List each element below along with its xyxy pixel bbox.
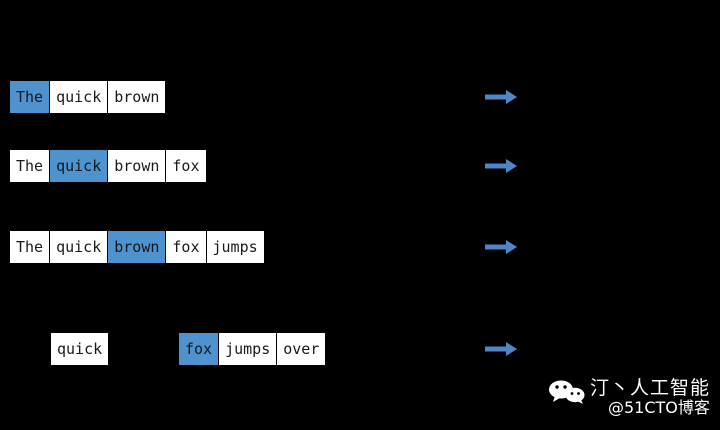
token-cell: The — [9, 230, 51, 264]
token-cell: brown — [107, 149, 167, 183]
watermark: 汀丶人工智能 @51CTO博客 — [548, 378, 718, 424]
token-cell: quick — [49, 80, 109, 114]
token-cell: fox — [165, 149, 207, 183]
watermark-account-name: 汀丶人工智能 — [590, 377, 711, 399]
token-cell: brown — [107, 80, 167, 114]
token-cell-highlighted: brown — [107, 230, 167, 264]
token-cell: over — [276, 332, 327, 366]
watermark-handle: @51CTO博客 — [608, 398, 710, 417]
right-arrow-icon — [485, 90, 517, 104]
token-cell: quick — [49, 230, 109, 264]
token-cell: jumps — [218, 332, 278, 366]
wechat-icon — [548, 380, 586, 404]
token-cell-highlighted: fox — [178, 332, 220, 366]
token-cell: quick — [50, 332, 110, 366]
token-group: quick — [50, 332, 110, 366]
right-arrow-icon — [485, 159, 517, 173]
token-cell-highlighted: The — [9, 80, 51, 114]
token-cell: The — [9, 149, 51, 183]
right-arrow-icon — [485, 342, 517, 356]
token-cell: fox — [165, 230, 207, 264]
token-cell-highlighted: quick — [49, 149, 109, 183]
right-arrow-icon — [485, 240, 517, 254]
token-cell: jumps — [205, 230, 265, 264]
